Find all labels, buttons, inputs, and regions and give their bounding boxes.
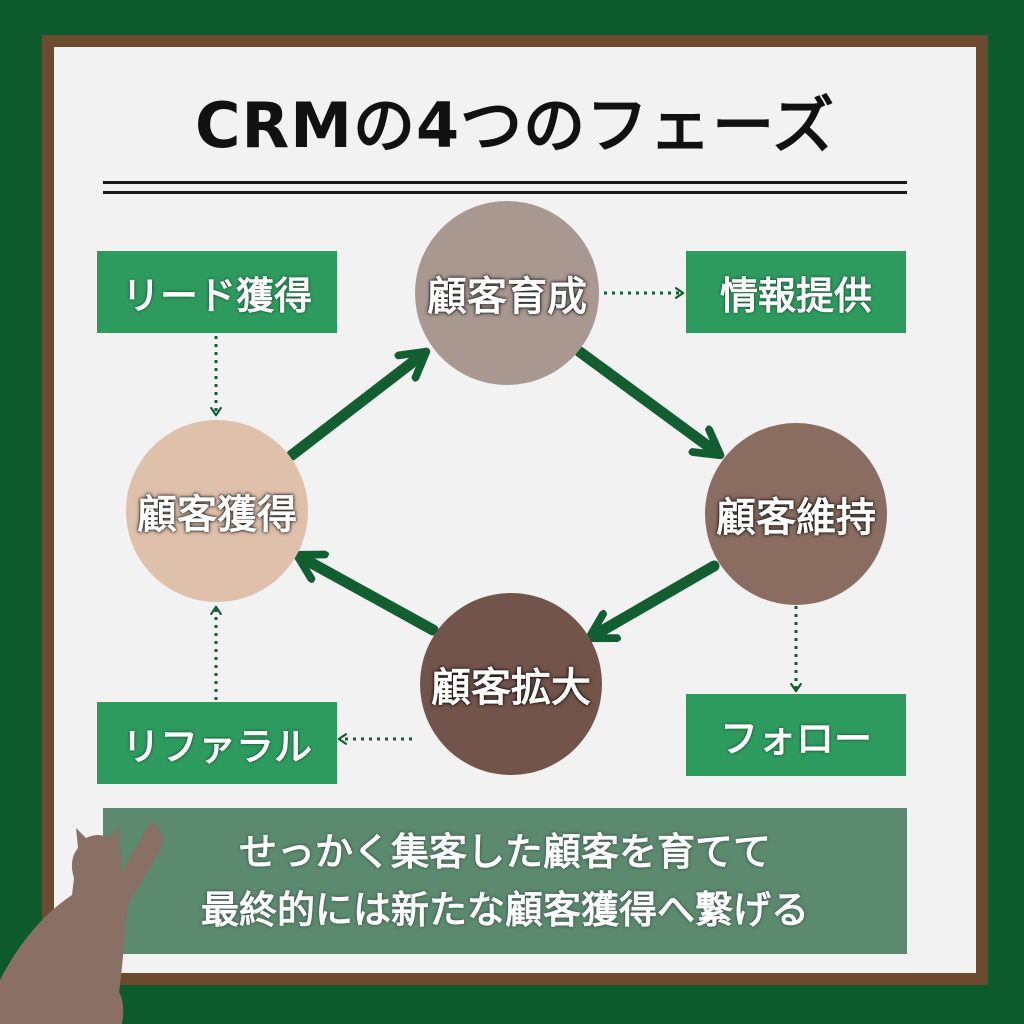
page-title: CRMの4つのフェーズ — [195, 89, 835, 162]
phase-circle-retain: 顧客維持 — [705, 423, 887, 605]
phase-circle-expand: 顧客拡大 — [420, 593, 602, 775]
arrow-expand-to-acquire — [306, 560, 439, 636]
arrow-retain-to-expand — [598, 560, 720, 633]
title-rule-bottom — [103, 191, 907, 194]
cat-silhouette — [0, 822, 163, 1024]
box-referral: リファラル — [97, 702, 337, 784]
phase-circle-nurture: 顧客育成 — [415, 201, 599, 385]
box-follow-up: フォロー — [686, 694, 906, 776]
title-rule-top — [103, 181, 907, 184]
arrow-acquire-to-nurture — [286, 358, 418, 461]
box-information: 情報提供 — [686, 251, 906, 333]
banner-line-2: 最終的には新たな顧客獲得へ繋げる — [200, 888, 809, 932]
box-lead-acquisition: リード獲得 — [97, 251, 337, 333]
banner-line-1: せっかく集客した顧客を育てて — [238, 830, 771, 874]
arrow-nurture-to-retain — [574, 346, 712, 449]
phase-circle-acquire: 顧客獲得 — [126, 420, 308, 602]
summary-banner: せっかく集客した顧客を育てて 最終的には新たな顧客獲得へ繋げる — [103, 808, 907, 954]
